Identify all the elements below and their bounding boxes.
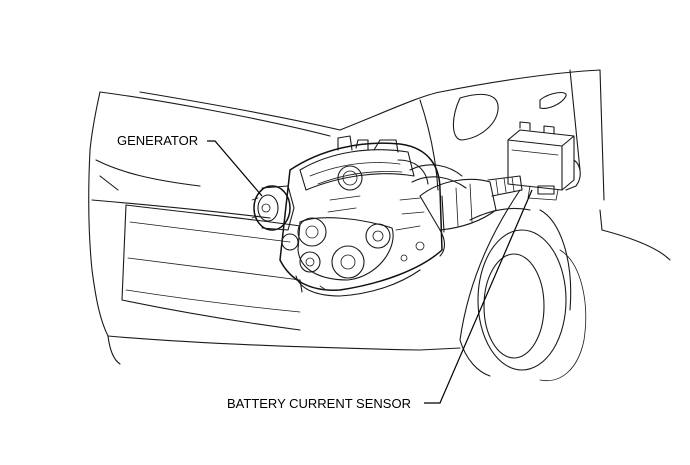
generator-leader	[207, 140, 263, 197]
leader-lines	[207, 140, 533, 404]
battery-sensor-leader	[424, 189, 533, 404]
generator-unit	[251, 185, 295, 231]
generator-label: GENERATOR	[117, 133, 199, 148]
battery-current-sensor-label: BATTERY CURRENT SENSOR	[227, 396, 411, 411]
battery	[507, 121, 581, 201]
engine-assembly	[251, 135, 523, 297]
vehicle-body	[88, 69, 671, 382]
